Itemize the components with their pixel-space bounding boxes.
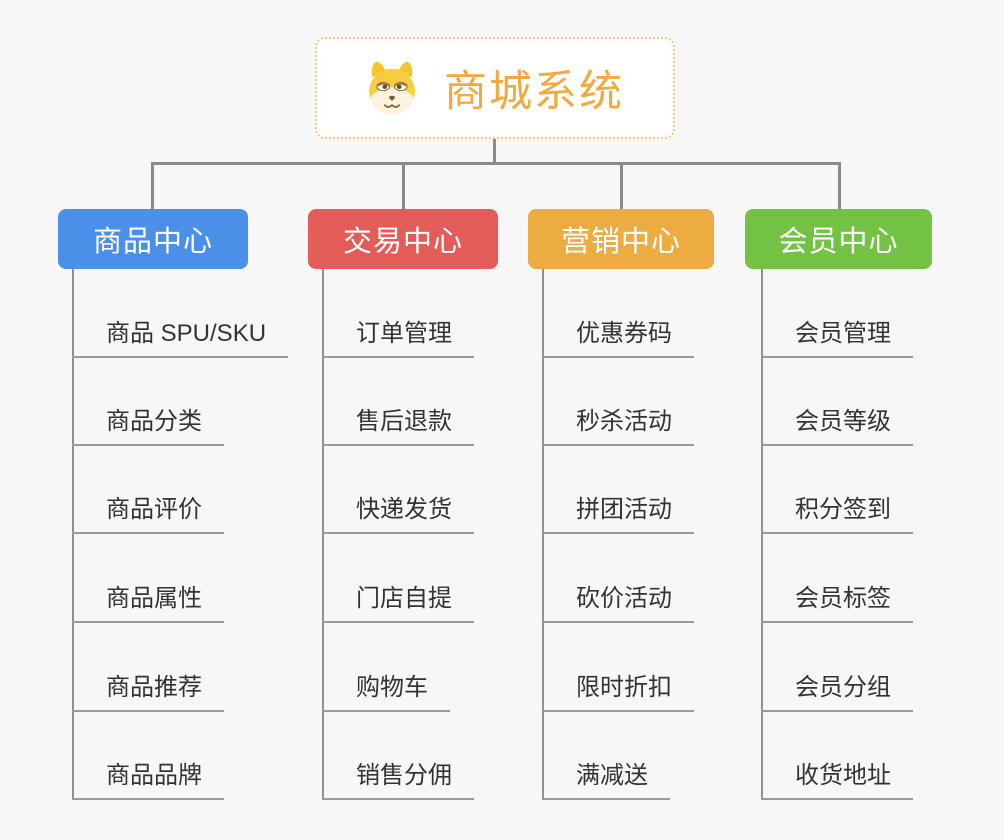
leaf-node[interactable]: 商品属性 bbox=[72, 583, 224, 624]
leaf-node[interactable]: 拼团活动 bbox=[542, 494, 694, 535]
connector-children-product bbox=[72, 269, 74, 800]
connector-stub-marketing bbox=[620, 164, 623, 210]
branch-label: 营销中心 bbox=[560, 226, 681, 258]
leaf-node[interactable]: 商品品牌 bbox=[72, 760, 224, 801]
connector-root-trunk bbox=[493, 139, 496, 164]
branch-header-member[interactable]: 会员中心 bbox=[745, 209, 932, 269]
branch-label: 会员中心 bbox=[778, 226, 899, 258]
dog-face-icon bbox=[369, 61, 415, 115]
leaf-node[interactable]: 会员管理 bbox=[761, 318, 913, 359]
branch-label: 交易中心 bbox=[342, 226, 463, 258]
leaf-node[interactable]: 满减送 bbox=[542, 760, 670, 801]
root-title: 商城系统 bbox=[444, 68, 624, 116]
leaf-node[interactable]: 砍价活动 bbox=[542, 583, 694, 624]
leaf-node[interactable]: 积分签到 bbox=[761, 494, 913, 535]
connector-children-member bbox=[761, 269, 763, 800]
connector-children-trade bbox=[322, 269, 324, 800]
leaf-node[interactable]: 订单管理 bbox=[322, 318, 474, 359]
connector-children-marketing bbox=[542, 269, 544, 800]
connector-stub-member bbox=[838, 164, 841, 210]
root-node[interactable]: 商城系统 bbox=[315, 37, 675, 139]
leaf-node[interactable]: 会员分组 bbox=[761, 672, 913, 713]
leaf-node[interactable]: 销售分佣 bbox=[322, 760, 474, 801]
leaf-node[interactable]: 购物车 bbox=[322, 672, 450, 713]
leaf-node[interactable]: 收货地址 bbox=[761, 760, 913, 801]
leaf-node[interactable]: 商品评价 bbox=[72, 494, 224, 535]
leaf-node[interactable]: 门店自提 bbox=[322, 583, 474, 624]
connector-stub-trade bbox=[402, 164, 405, 210]
leaf-node[interactable]: 售后退款 bbox=[322, 406, 474, 447]
branch-label: 商品中心 bbox=[92, 226, 213, 258]
branch-header-trade[interactable]: 交易中心 bbox=[308, 209, 498, 269]
leaf-node[interactable]: 会员等级 bbox=[761, 406, 913, 447]
connector-stub-product bbox=[151, 164, 154, 210]
leaf-node[interactable]: 快递发货 bbox=[322, 494, 474, 535]
leaf-node[interactable]: 秒杀活动 bbox=[542, 406, 694, 447]
leaf-node[interactable]: 会员标签 bbox=[761, 583, 913, 624]
leaf-node[interactable]: 商品 SPU/SKU bbox=[72, 318, 289, 359]
leaf-node[interactable]: 商品推荐 bbox=[72, 672, 224, 713]
branch-header-product[interactable]: 商品中心 bbox=[58, 209, 248, 269]
leaf-node[interactable]: 商品分类 bbox=[72, 406, 224, 447]
branch-header-marketing[interactable]: 营销中心 bbox=[528, 209, 714, 269]
connector-horizontal-bar bbox=[151, 162, 841, 165]
leaf-node[interactable]: 限时折扣 bbox=[542, 672, 694, 713]
leaf-node[interactable]: 优惠券码 bbox=[542, 318, 694, 359]
